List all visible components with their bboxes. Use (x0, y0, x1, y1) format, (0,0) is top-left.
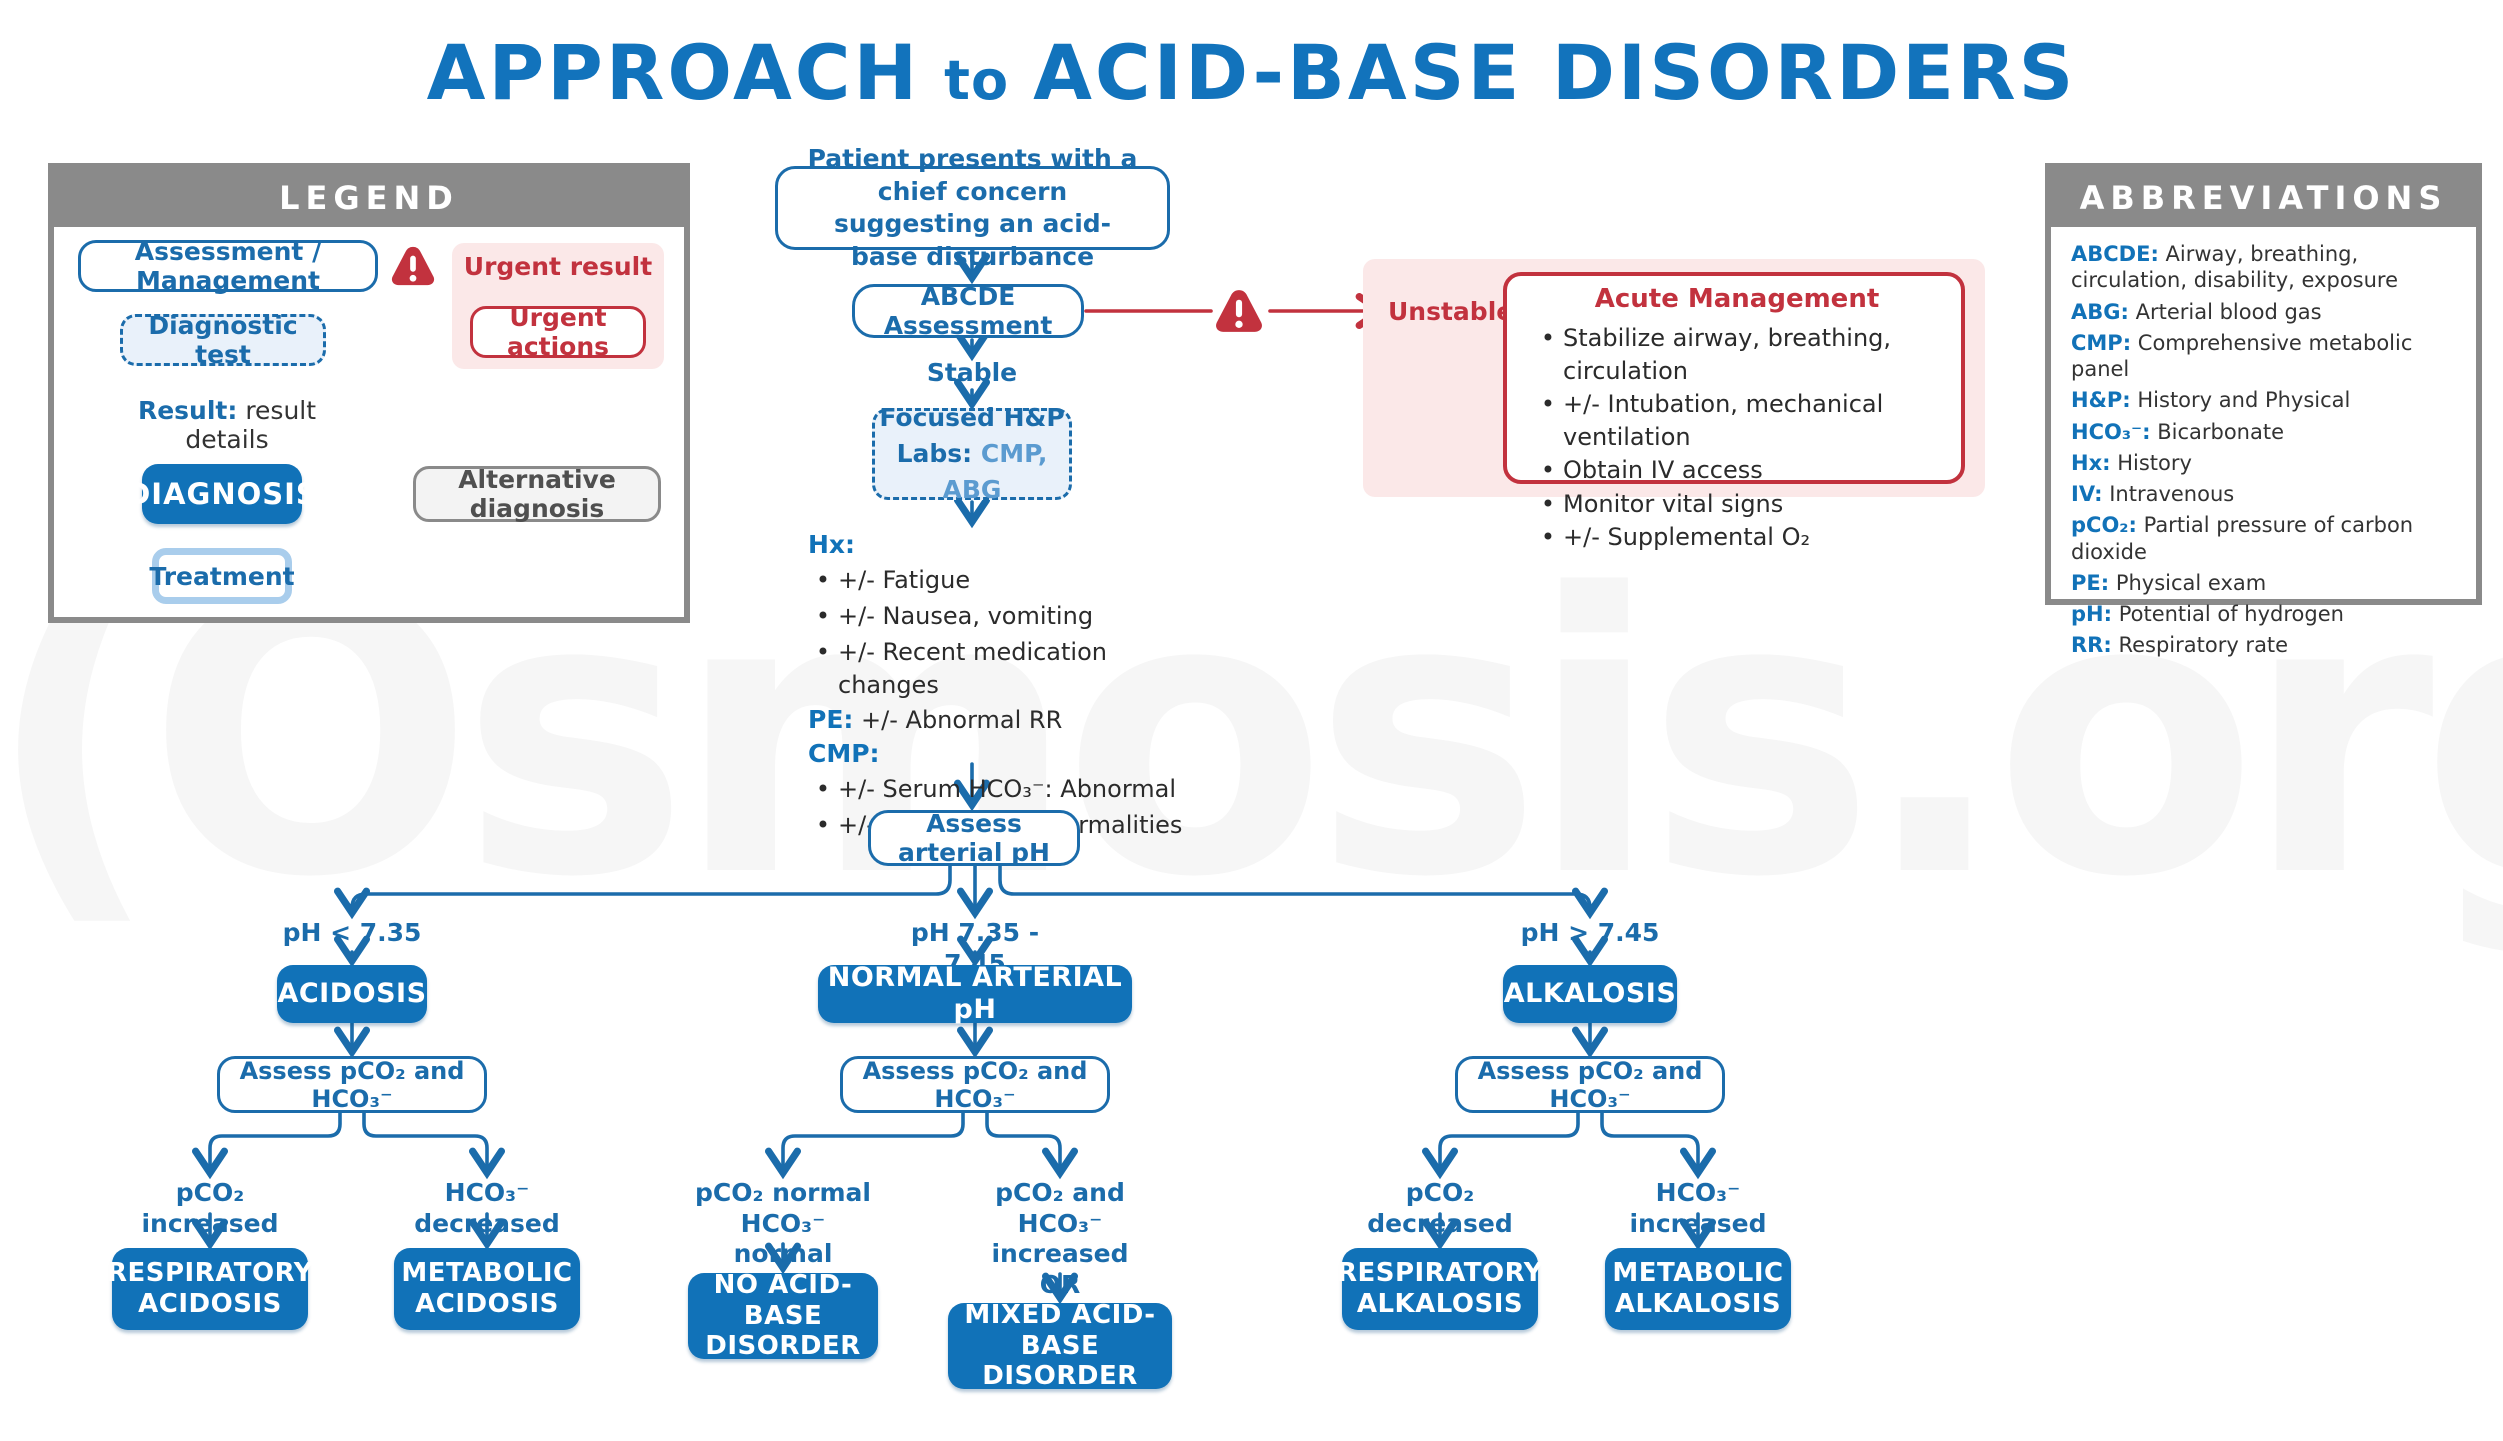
page-title: APPROACH to ACID-BASE DISORDERS (0, 28, 2503, 117)
legend-header: LEGEND (54, 169, 684, 227)
bullet-dot-icon (1533, 488, 1563, 521)
legend-urgent-actions-box: Urgent actions (470, 303, 646, 361)
acute-management-bullets: Stabilize airway, breathing, circulation… (1533, 322, 1941, 554)
legend-panel: LEGEND (48, 163, 690, 623)
abbreviation-item: ABG: Arterial blood gas (2071, 299, 2322, 324)
abbreviation-item: pH: Potential of hydrogen (2071, 602, 2344, 626)
acidosis-box: ACIDOSIS (277, 965, 427, 1023)
condition-pco2-decreased: pCO₂ decreased (1367, 1178, 1513, 1238)
abbreviation-item: RR: Respiratory rate (2071, 633, 2289, 658)
bullet-dot-icon (1533, 322, 1563, 355)
respiratory-alkalosis-box: RESPIRATORY ALKALOSIS (1337, 1248, 1543, 1330)
assess-pco2-hco3-box-high: Assess pCO₂ and HCO₃⁻ (1455, 1056, 1725, 1113)
labs-value: CMP, ABG (942, 438, 1048, 505)
acute-management-box: Acute Management Stabilize airway, breat… (1503, 272, 1965, 551)
condition-ph-high: pH > 7.45 (1520, 918, 1660, 947)
acute-bullet: Stabilize airway, breathing, circulation (1533, 322, 1941, 388)
legend-diagnosis-label: DIAGNOSIS (126, 476, 318, 511)
legend-treatment-box: Treatment (149, 548, 295, 604)
abbreviation-item: H&P: History and Physical (2071, 388, 2351, 413)
legend-result-line: Result: result details (97, 396, 357, 454)
cmp-section-label: CMP: (808, 738, 880, 768)
assess-pco2-hco3-box-low: Assess pCO₂ and HCO₃⁻ (217, 1056, 487, 1113)
bullet-dot-icon (1533, 454, 1563, 487)
abbreviation-item: PE: Physical exam (2071, 570, 2267, 595)
bullet-dot-icon (808, 773, 838, 806)
condition-pco2-hco3-normal: pCO₂ normal HCO₃⁻ normal (695, 1178, 871, 1268)
labs-line: Labs: CMP, ABG (875, 436, 1069, 509)
pe-value: +/- Abnormal RR (861, 706, 1063, 735)
warning-icon (390, 244, 436, 292)
abbreviations-list: ABCDE: Airway, breathing, circulation, d… (2051, 227, 2476, 673)
focused-hp-line: Focused H&P (879, 402, 1065, 432)
assess-arterial-ph-box: Assess arterial pH (868, 809, 1080, 867)
history-exam-block: Hx: +/- Fatigue +/- Nausea, vomiting +/-… (808, 528, 1198, 845)
abbreviation-item: pCO₂: Partial pressure of carbon dioxide (2071, 513, 2414, 564)
normal-arterial-ph-box: NORMAL ARTERIAL pH (818, 962, 1132, 1025)
bullet-dot-icon (808, 809, 838, 842)
title-word-to: to (944, 49, 1010, 112)
bullet-dot-icon (808, 636, 838, 669)
legend-diagnostic-test-box: Diagnostic test (120, 311, 326, 369)
legend-diagnosis-box: DIAGNOSIS (126, 464, 317, 524)
legend-treatment-label: Treatment (149, 561, 295, 591)
alkalosis-box: ALKALOSIS (1503, 965, 1677, 1023)
legend-urgent-actions-label: Urgent actions (506, 303, 610, 361)
hx-section-label: Hx: (808, 530, 856, 559)
legend-assessment-box: Assessment / Management (78, 237, 378, 295)
condition-hco3-increased: HCO₃⁻ increased (1629, 1178, 1767, 1238)
hx-bullet: +/- Fatigue (808, 564, 1198, 597)
condition-ph-low: pH < 7.35 (282, 918, 422, 947)
no-acid-base-disorder-box: NO ACID-BASE DISORDER (688, 1270, 878, 1361)
focused-hp-box: Focused H&P Labs: CMP, ABG (872, 403, 1072, 504)
acute-management-title: Acute Management (1594, 284, 1880, 314)
pe-section-label: PE: (808, 705, 854, 735)
bullet-dot-icon (1533, 521, 1563, 554)
abbreviation-item: Hx: History (2071, 450, 2192, 475)
acute-bullet: Obtain IV access (1533, 454, 1941, 487)
hx-bullet: +/- Nausea, vomiting (808, 600, 1198, 633)
metabolic-acidosis-box: METABOLIC ACIDOSIS (394, 1248, 580, 1330)
legend-assessment-label: Assessment / Management (134, 237, 322, 295)
bullet-dot-icon (808, 600, 838, 633)
acute-bullet: +/- Supplemental O₂ (1533, 521, 1941, 554)
legend-result-label: Result: (137, 396, 238, 425)
condition-pco2-increased: pCO₂ increased (141, 1178, 279, 1238)
labs-label: Labs: (896, 438, 973, 468)
hx-bullet: +/- Recent medication changes (808, 636, 1198, 702)
stable-label: Stable (926, 358, 1018, 387)
blue-arrows (192, 250, 1716, 1305)
legend-alternative-diagnosis-box: Alternative diagnosis (413, 465, 661, 523)
condition-hco3-decreased: HCO₃⁻ decreased (414, 1178, 560, 1238)
assess-arterial-ph-label: Assess arterial pH (898, 809, 1050, 867)
metabolic-alkalosis-box: METABOLIC ALKALOSIS (1605, 1248, 1791, 1330)
title-word-approach: APPROACH (426, 28, 921, 117)
abbreviation-item: HCO₃⁻: Bicarbonate (2071, 419, 2285, 444)
cmp-bullet: +/- Serum HCO₃⁻: Abnormal (808, 773, 1198, 806)
abbreviation-item: ABCDE: Airway, breathing, circulation, d… (2071, 242, 2399, 293)
bullet-dot-icon (808, 564, 838, 597)
assess-pco2-hco3-box-normal: Assess pCO₂ and HCO₃⁻ (840, 1056, 1110, 1113)
respiratory-acidosis-box: RESPIRATORY ACIDOSIS (107, 1248, 313, 1330)
abbreviations-header: ABBREVIATIONS (2051, 169, 2476, 227)
abbreviation-item: CMP: Comprehensive metabolic panel (2071, 330, 2413, 381)
acute-bullet: +/- Intubation, mechanical ventilation (1533, 388, 1941, 454)
start-box-text: Patient presents with a chief concern su… (807, 144, 1138, 271)
abcde-assessment-label: ABCDE Assessment (883, 282, 1053, 340)
unstable-label: Unstable (1388, 297, 1514, 326)
legend-urgent-result-label: Urgent result (463, 252, 653, 281)
start-box: Patient presents with a chief concern su… (775, 144, 1170, 271)
title-word-acid-base-disorders: ACID-BASE DISORDERS (1033, 28, 2077, 117)
legend-diagnostic-test-label: Diagnostic test (148, 311, 298, 369)
pe-line: PE: +/- Abnormal RR (808, 705, 1198, 736)
warning-icon (1214, 287, 1264, 339)
acute-bullet: Monitor vital signs (1533, 488, 1941, 521)
abcde-assessment-box: ABCDE Assessment (852, 282, 1084, 340)
mixed-acid-base-disorder-box: MIXED ACID-BASE DISORDER (948, 1300, 1172, 1391)
abbreviation-item: IV: Intravenous (2071, 482, 2235, 506)
bullet-dot-icon (1533, 388, 1563, 421)
abbreviations-panel: ABBREVIATIONS ABCDE: Airway, breathing, … (2045, 163, 2482, 657)
legend-alternative-diagnosis-label: Alternative diagnosis (458, 465, 616, 523)
